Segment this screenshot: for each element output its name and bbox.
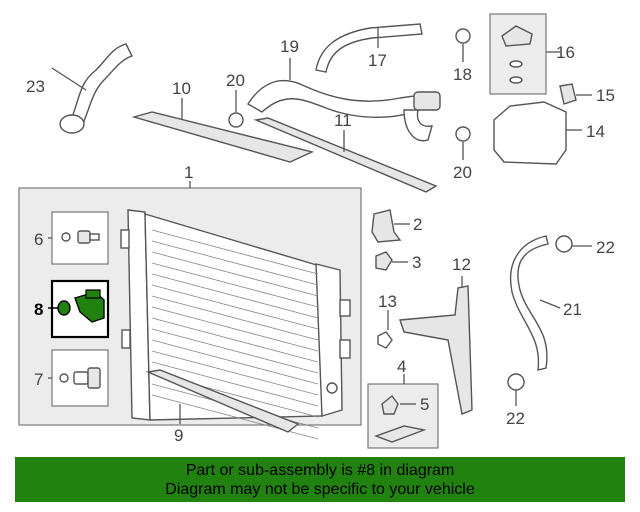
callout-labels: 1 2 3 4 5 6 7 8 9 10 11 12 13 14 15 16 1… xyxy=(26,37,615,445)
part-12-air-guide xyxy=(399,285,473,415)
part-3-insulator xyxy=(375,251,393,271)
callout-9: 9 xyxy=(174,426,183,445)
radiator-fin xyxy=(151,394,319,440)
callout-6: 6 xyxy=(34,230,43,249)
callout-22-b: 22 xyxy=(506,409,525,428)
part-4-bracket xyxy=(373,425,427,443)
callout-20-b: 20 xyxy=(453,163,472,182)
part-2-bracket xyxy=(371,209,402,243)
part-16-cap xyxy=(501,25,533,84)
radiator xyxy=(120,209,351,440)
part-21-hose xyxy=(510,235,549,371)
callout-20-a: 20 xyxy=(226,71,245,90)
callout-23: 23 xyxy=(26,77,45,96)
callout-8-highlighted: 8 xyxy=(34,300,43,319)
radiator-fin xyxy=(151,306,319,352)
callout-2: 2 xyxy=(413,215,422,234)
callout-22-a: 22 xyxy=(596,238,615,257)
callout-5: 5 xyxy=(420,395,429,414)
banner-line-1: Part or sub-assembly is #8 in diagram xyxy=(185,462,455,479)
callout-19: 19 xyxy=(280,37,299,56)
callout-21: 21 xyxy=(563,300,582,319)
info-banner: Part or sub-assembly is #8 in diagram Di… xyxy=(15,457,625,502)
part-18-clamp xyxy=(455,28,471,44)
part-10-upper-baffle xyxy=(131,111,315,163)
part-17-hose xyxy=(315,23,423,73)
radiator-fin xyxy=(151,328,319,374)
callout-10: 10 xyxy=(172,79,191,98)
callout-16: 16 xyxy=(556,43,575,62)
leader-lines xyxy=(48,28,592,424)
radiator-fin xyxy=(151,350,319,396)
callout-4: 4 xyxy=(397,357,406,376)
part-9-lower-baffle xyxy=(145,369,300,433)
part-22-clamp-a xyxy=(555,235,573,253)
part-14-reservoir xyxy=(493,101,567,165)
banner-line-2: Diagram may not be specific to your vehi… xyxy=(165,481,475,498)
part-7-fitting xyxy=(59,367,101,389)
radiator-fin xyxy=(151,295,319,341)
radiator-fin xyxy=(151,361,319,407)
radiator-fin xyxy=(151,229,319,275)
parts-diagram: 1 2 3 4 5 6 7 8 9 10 11 12 13 14 15 16 1… xyxy=(18,13,615,449)
part-15-bracket xyxy=(559,83,577,105)
radiator-fin xyxy=(151,284,319,330)
radiator-fin xyxy=(151,317,319,363)
radiator-fin xyxy=(151,273,319,319)
radiator-fin xyxy=(151,251,319,297)
part-19-hose xyxy=(247,80,419,118)
callout-15: 15 xyxy=(596,86,615,105)
callout-18: 18 xyxy=(453,65,472,84)
radiator-fin xyxy=(151,240,319,286)
callout-12: 12 xyxy=(452,255,471,274)
callout-1: 1 xyxy=(184,163,193,182)
part-6-drain-plug xyxy=(61,230,100,244)
callout-11: 11 xyxy=(334,111,352,130)
part-20-clamp-b xyxy=(455,126,471,142)
part-20-clamp-a xyxy=(228,112,244,128)
part-13-clip xyxy=(377,331,393,349)
callout-17: 17 xyxy=(368,51,387,70)
part-23-hose xyxy=(69,43,133,127)
part-22-clamp-b xyxy=(507,373,525,391)
callout-3: 3 xyxy=(412,253,421,272)
callout-14: 14 xyxy=(586,122,605,141)
part-5-mount xyxy=(381,395,399,415)
part-11-baffle xyxy=(253,117,438,193)
radiator-fin xyxy=(151,262,319,308)
callout-13: 13 xyxy=(378,292,397,311)
radiator-fin xyxy=(151,339,319,385)
callout-7: 7 xyxy=(34,370,43,389)
